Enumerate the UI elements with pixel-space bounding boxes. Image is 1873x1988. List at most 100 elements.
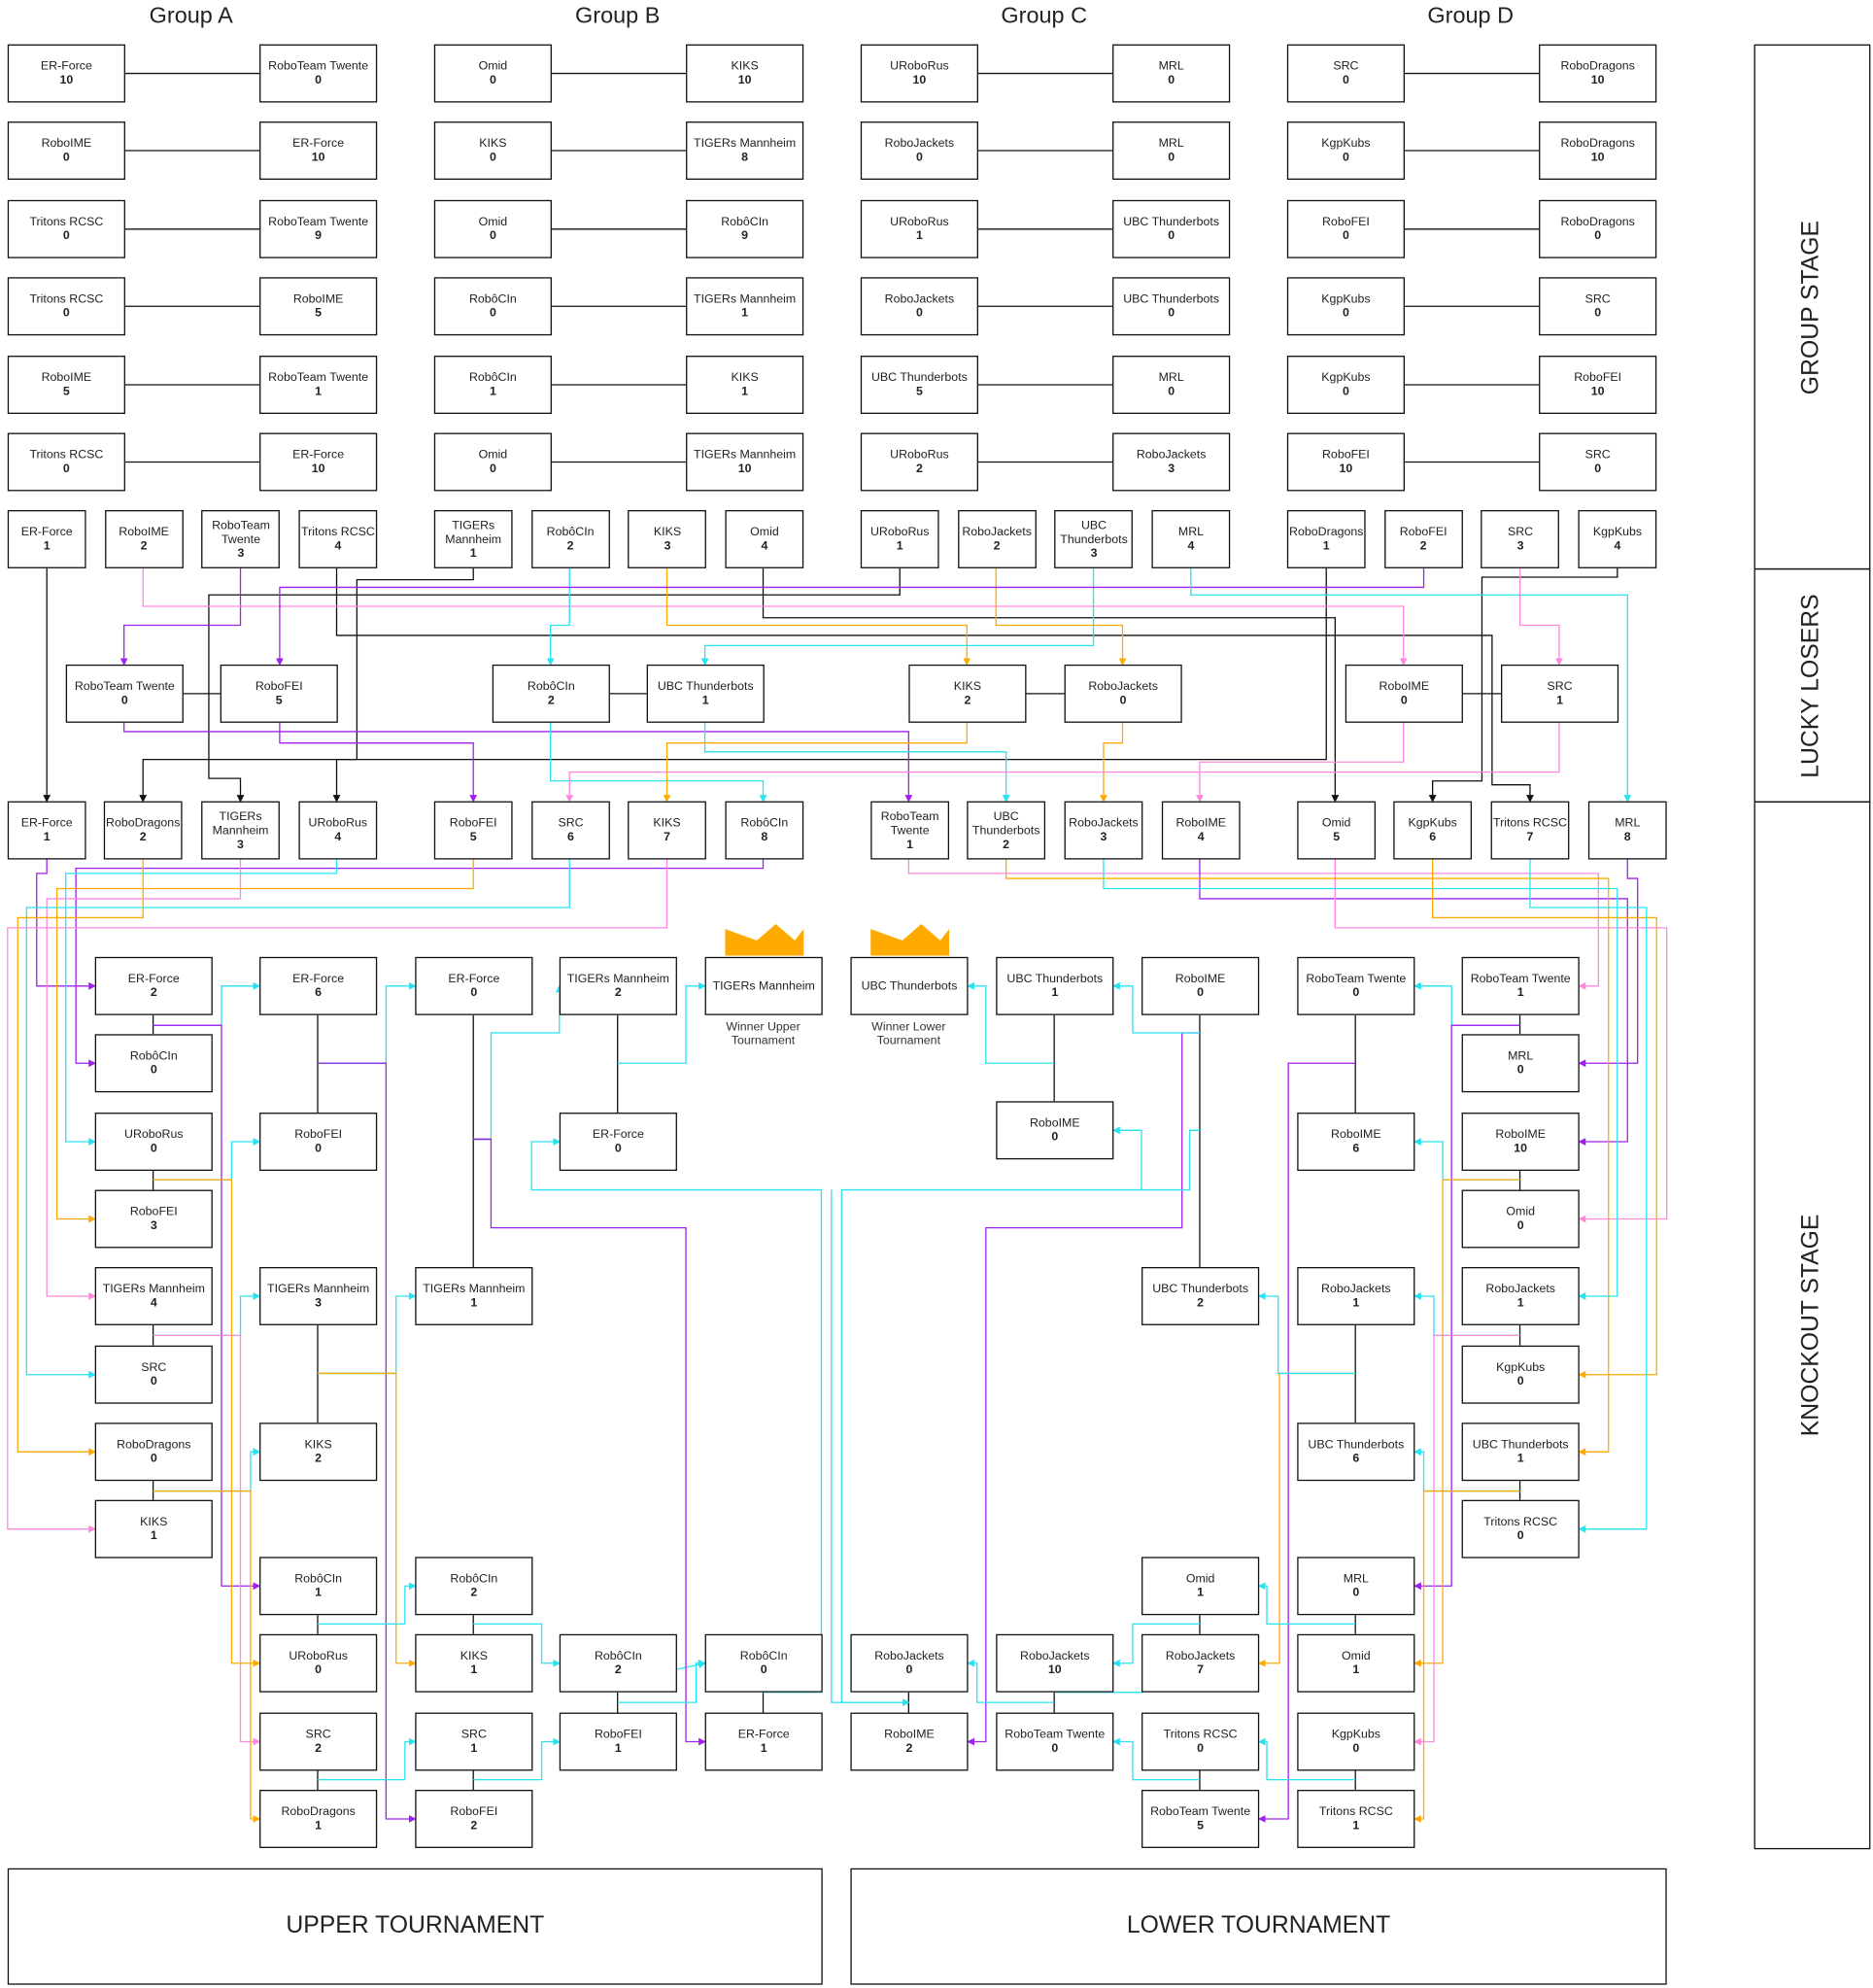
team-name: TIGERs Mannheim: [566, 972, 669, 986]
team-score: 2: [1419, 538, 1427, 554]
group-stage-label-box: GROUP STAGE: [1754, 44, 1871, 570]
team-score: 8: [741, 151, 749, 165]
team-score: 0: [1352, 985, 1360, 1001]
team-name: ER-Force: [20, 525, 73, 539]
team-score: 0: [1051, 1130, 1059, 1145]
team-name: RobôCIn: [468, 291, 517, 307]
team-score: 0: [1352, 1586, 1360, 1600]
team-score: 0: [150, 1063, 157, 1078]
team-name: UBC Thunderbots: [870, 370, 968, 386]
team-score: 1: [915, 228, 923, 244]
team-name: RoboTeam Twente: [1005, 1728, 1106, 1742]
team-name: KgpKubs: [1321, 370, 1371, 386]
team-name: TIGERs Mannheim: [445, 518, 502, 547]
team-score: 1: [315, 1818, 323, 1834]
team-score: 0: [62, 151, 70, 165]
team-name: RoboFEI: [294, 1127, 343, 1143]
connector-line: [473, 1138, 706, 1746]
team-name: Omid: [1342, 1649, 1371, 1663]
team-name: RoboJackets: [1165, 1649, 1236, 1663]
connector-line: [317, 1737, 417, 1781]
team-score: 0: [62, 306, 70, 321]
team-score: 5: [62, 385, 70, 399]
group-a-title: Group A: [149, 2, 233, 28]
connector-line: [335, 567, 1534, 803]
team-name: TIGERs Mannheim: [212, 809, 269, 838]
team-name: TIGERs Mannheim: [102, 1282, 205, 1296]
connector-line: [208, 567, 901, 803]
team-score: 0: [315, 73, 323, 87]
connector-line: [356, 567, 474, 760]
team-score: 0: [1342, 73, 1349, 87]
team-name: SRC: [1507, 525, 1534, 539]
connector-line: [332, 758, 358, 803]
connector-line: [279, 722, 478, 803]
team-score: 0: [1594, 306, 1602, 321]
connector-line: [1529, 859, 1648, 1533]
team-name: TIGERs Mannheim: [267, 1282, 370, 1296]
team-name: RoboIME: [1175, 816, 1227, 831]
connector-line: [1257, 1292, 1356, 1375]
team-score: 6: [1429, 830, 1437, 844]
team-name: Omid: [478, 448, 508, 463]
team-name: ER-Force: [737, 1728, 790, 1742]
team-name: SRC: [141, 1360, 167, 1375]
knockout-stage-label: KNOCKOUT STAGE: [1798, 1214, 1825, 1437]
team-name: RobôCIn: [546, 525, 595, 539]
team-name: TIGERs Mannheim: [423, 1282, 526, 1296]
team-name: URoboRus: [124, 1127, 184, 1143]
team-name: RoboTeam Twente: [268, 59, 369, 74]
team-score: 2: [139, 830, 147, 844]
team-score: 7: [1197, 1662, 1205, 1678]
connector-line: [703, 722, 1010, 803]
team-name: KIKS: [953, 679, 982, 694]
team-score: 3: [1516, 538, 1524, 554]
team-name: Omid: [1506, 1205, 1535, 1219]
team-score: 1: [1516, 985, 1524, 1001]
team-score: 1: [896, 538, 903, 554]
team-score: 1: [1516, 1452, 1524, 1466]
team-name: MRL: [1177, 525, 1205, 539]
team-score: 6: [567, 830, 574, 844]
team-score: 0: [1168, 151, 1175, 165]
team-score: 0: [1197, 985, 1205, 1001]
team-score: 4: [1187, 538, 1195, 554]
team-score: 10: [1339, 462, 1353, 476]
team-score: 5: [275, 693, 283, 708]
team-name: URoboRus: [289, 1649, 348, 1663]
team-score: 1: [469, 546, 477, 561]
team-score: 6: [1352, 1142, 1360, 1156]
team-name: SRC: [558, 816, 584, 831]
team-score: 0: [489, 462, 496, 476]
team-name: RoboDragons: [117, 1437, 191, 1453]
team-name: Omid: [1321, 816, 1351, 831]
team-score: 0: [1168, 306, 1175, 321]
